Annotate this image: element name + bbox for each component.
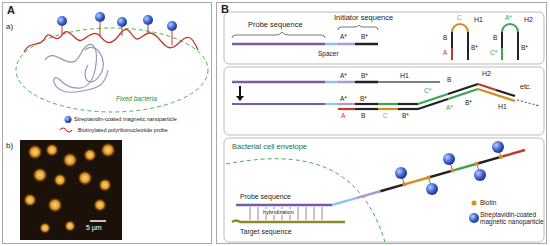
figure-label: C* <box>490 49 497 56</box>
figure-label: A <box>443 49 447 56</box>
figure-label: A* <box>505 14 512 21</box>
amplified-chain <box>332 150 525 205</box>
figure-label: Bacterial cell envelope <box>232 143 307 152</box>
figure-label: B <box>447 76 451 83</box>
probe-stalks <box>62 22 172 45</box>
panel-letter: A <box>7 4 15 17</box>
figure-label: A* <box>340 95 347 102</box>
hairpin-h2 <box>502 24 518 60</box>
figure-label: H2 <box>482 70 491 78</box>
probe-strand <box>236 204 332 207</box>
figure-label: hybridization <box>262 209 295 215</box>
bacterial-rna <box>85 47 103 82</box>
figure-label: H1 <box>474 16 483 24</box>
figure-label: B* <box>471 44 478 51</box>
figure-label: B <box>361 112 365 119</box>
figure-label: B* <box>402 112 409 119</box>
figure-label: b) <box>6 141 13 150</box>
initiation-row <box>232 81 440 84</box>
figure-label: B <box>493 34 497 41</box>
legend-probe <box>60 128 72 132</box>
figure-label: Target sequence <box>240 228 292 236</box>
figure-label: Probe sequence <box>240 193 291 201</box>
legend-text: Streptavidin-coated magnetic nanoparticl… <box>480 211 546 226</box>
legend-text: Biotin <box>480 199 496 206</box>
figure-label: A <box>341 112 345 119</box>
nanoparticles <box>395 141 504 195</box>
figure-label: etc. <box>520 83 531 91</box>
sub-panels <box>224 12 544 242</box>
cell-envelope <box>226 159 385 242</box>
hcr-chain <box>232 84 540 109</box>
biotin-dots <box>402 155 503 187</box>
legend-nanoparticle <box>65 116 72 123</box>
reaction-arrow <box>236 86 244 101</box>
figure-label: B* <box>361 33 368 40</box>
legend-nanoparticle <box>469 213 479 223</box>
figure-label: C <box>383 112 388 119</box>
figure-label: C* <box>424 87 431 94</box>
figure-label: H1 <box>498 103 507 111</box>
panel-b-art <box>224 12 544 242</box>
figure-label: Fixed bacteria <box>116 95 157 102</box>
legend-text: Streptavidin-coated magnetic nanoparticl… <box>74 116 177 122</box>
figure-label: B* <box>465 99 472 106</box>
hybridization-ticks <box>250 207 322 220</box>
figure-label: Probe sequence <box>248 21 303 30</box>
nanoparticles <box>57 12 177 31</box>
panel-frame: A <box>2 2 212 244</box>
figure-label: B <box>443 34 447 41</box>
figure-label: H1 <box>400 72 409 80</box>
figure-label: Initiator sequence <box>334 14 393 23</box>
bacterial-rna <box>45 44 108 92</box>
figure-label: A* <box>340 72 347 79</box>
figure-label: C <box>457 14 462 21</box>
figure-label: A* <box>446 104 453 111</box>
figure-label: Spacer <box>318 50 339 57</box>
figure-label: A* <box>340 33 347 40</box>
hairpin-h1 <box>452 24 468 60</box>
figure-label: H2 <box>524 16 533 24</box>
figure-label: 5 µm <box>86 224 102 232</box>
particle-stalks <box>401 147 501 189</box>
legend-biotin <box>472 201 477 206</box>
bacterium-outline <box>16 28 208 112</box>
panel-a-art <box>16 12 208 240</box>
scale-bar <box>90 220 106 222</box>
probe-strand <box>24 30 198 52</box>
figure-label: B* <box>360 95 367 102</box>
probe-construct <box>232 43 378 46</box>
figure-label: B* <box>521 44 528 51</box>
micrograph <box>20 140 122 240</box>
target-strand <box>232 221 345 223</box>
panel-letter: B <box>221 3 229 16</box>
figure-label: B* <box>361 72 368 79</box>
fluorescent-cells <box>23 142 116 234</box>
figure-label: a) <box>6 22 13 31</box>
panel-frame: B <box>216 2 547 244</box>
legend-text: Biotinylated polyribonucleotide probe <box>78 127 168 133</box>
